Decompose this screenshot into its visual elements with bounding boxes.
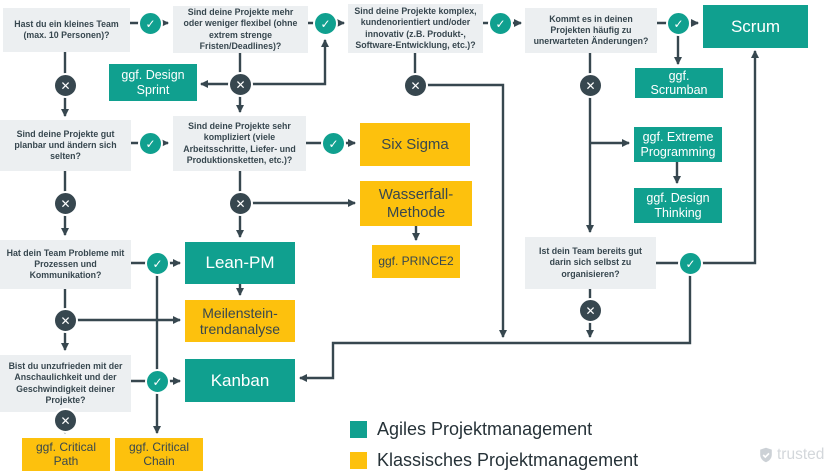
no-icon: ✕	[53, 191, 78, 216]
legend-label-agile: Agiles Projektmanagement	[377, 419, 593, 439]
yes-icon: ✓	[321, 131, 346, 156]
legend-item-agile: Agiles Projektmanagement	[350, 419, 638, 440]
yes-icon: ✓	[138, 131, 163, 156]
no-icon: ✕	[228, 72, 253, 97]
legend-label-classic: Klassisches Projektmanagement	[377, 450, 639, 470]
result-milestone-trend: Meilenstein-trendanalyse	[185, 300, 295, 342]
question-complicated: Sind deine Projekte sehr kompliziert (vi…	[173, 116, 306, 171]
no-icon: ✕	[53, 408, 78, 433]
result-critical-path: ggf. Critical Path	[22, 438, 110, 471]
no-icon: ✕	[403, 73, 428, 98]
no-icon: ✕	[228, 191, 253, 216]
yes-icon: ✓	[138, 11, 163, 36]
yes-icon: ✓	[678, 251, 703, 276]
result-critical-chain: ggf. Critical Chain	[115, 438, 203, 471]
no-icon: ✕	[53, 308, 78, 333]
yes-icon: ✓	[145, 369, 170, 394]
connector	[413, 53, 507, 338]
result-kanban: Kanban	[185, 359, 295, 402]
yes-icon: ✓	[313, 11, 338, 36]
question-small-team: Hast du ein kleines Team (max. 10 Person…	[3, 8, 130, 52]
yes-icon: ✓	[145, 251, 170, 276]
result-lean-pm: Lean-PM	[185, 242, 295, 284]
result-scrumban: ggf. Scrumban	[635, 68, 723, 98]
question-clarity-speed: Bist du unzufrieden mit der Anschaulichk…	[0, 355, 131, 412]
result-prince2: ggf. PRINCE2	[372, 245, 460, 278]
no-icon: ✕	[53, 73, 78, 98]
connector	[299, 263, 692, 382]
question-unexpected-changes: Kommt es in deinen Projekten häufig zu u…	[525, 8, 657, 53]
question-self-organized: Ist dein Team bereits gut darin sich sel…	[525, 237, 656, 289]
yes-icon: ✓	[666, 11, 691, 36]
result-scrum: Scrum	[703, 5, 808, 48]
watermark-label: trusted	[777, 446, 825, 463]
result-six-sigma: Six Sigma	[360, 123, 470, 166]
question-flexible: Sind deine Projekte mehr oder weniger fl…	[173, 6, 308, 53]
question-process-problems: Hat dein Team Probleme mit Prozessen und…	[0, 240, 131, 289]
legend: Agiles Projektmanagement Klassisches Pro…	[350, 419, 638, 473]
connector	[240, 39, 329, 86]
classic-color-swatch	[350, 452, 367, 469]
question-complex: Sind deine Projekte komplex, kundenorien…	[348, 4, 483, 53]
no-icon: ✕	[578, 298, 603, 323]
result-extreme-programming: ggf. Extreme Programming	[634, 127, 722, 162]
result-design-thinking: ggf. Design Thinking	[634, 188, 722, 223]
shield-check-icon	[760, 447, 772, 463]
result-design-sprint: ggf. Design Sprint	[109, 64, 197, 101]
agile-color-swatch	[350, 421, 367, 438]
result-waterfall: Wasserfall-Methode	[360, 181, 472, 226]
question-plannable: Sind deine Projekte gut planbar und ände…	[0, 120, 131, 171]
no-icon: ✕	[578, 73, 603, 98]
legend-item-classic: Klassisches Projektmanagement	[350, 450, 638, 471]
yes-icon: ✓	[488, 11, 513, 36]
trusted-watermark: trusted	[758, 446, 824, 464]
